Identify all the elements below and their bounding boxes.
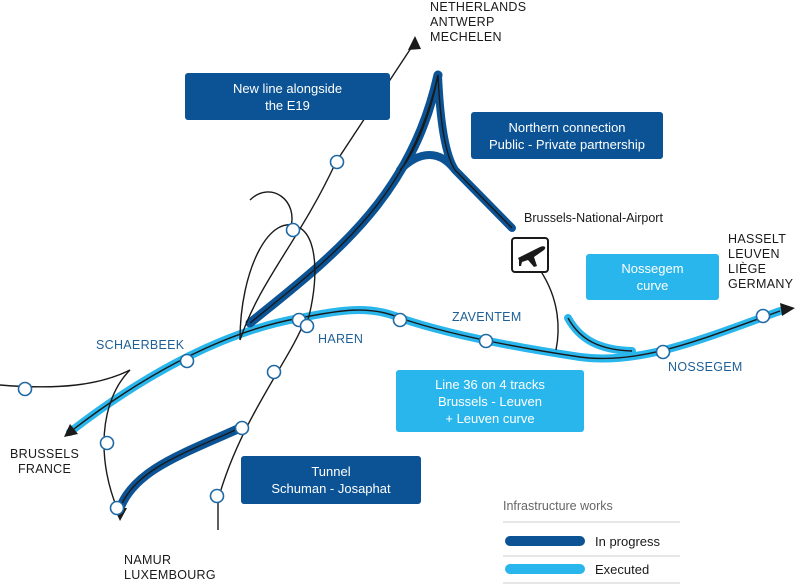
box-text-line: curve <box>636 278 669 293</box>
box-text-line: Nossegem <box>621 261 684 276</box>
station-markers <box>17 154 771 516</box>
legend-executed-label: Executed <box>595 562 650 577</box>
destination-southwest-line: BRUSSELS <box>10 447 80 461</box>
station-label-haren: HAREN <box>318 332 364 346</box>
destination-east-line: LEUVEN <box>728 247 780 261</box>
arrow-southwest-icon <box>64 424 78 437</box>
station-label-zaventem: ZAVENTEM <box>452 310 522 324</box>
legend-in-progress-label: In progress <box>595 534 661 549</box>
box-text-line: Public - Private partnership <box>488 136 646 152</box>
box-text-line: Brussels - Leuven <box>437 393 543 409</box>
destination-east-line: HASSELT <box>728 232 787 246</box>
station-marker <box>329 154 345 170</box>
destination-south-line: LUXEMBOURG <box>124 568 216 582</box>
box-text-line: Line 36 on 4 tracks <box>435 376 545 392</box>
box-text-line: + Leuven curve <box>445 410 535 426</box>
station-marker <box>17 381 33 397</box>
destination-south-line: NAMUR <box>124 553 172 567</box>
destination-southwest: BRUSSELS FRANCE <box>10 447 79 477</box>
station-label-schaerbeek: SCHAERBEEK <box>96 338 185 352</box>
destination-north: NETHERLANDS ANTWERP MECHELEN <box>430 0 526 45</box>
station-marker <box>179 353 195 369</box>
destination-south: NAMUR LUXEMBOURG <box>124 553 216 583</box>
destination-east-line: GERMANY <box>728 277 794 291</box>
box-new-line-e19: New line alongside the E19 <box>185 73 390 120</box>
station-marker <box>755 308 771 324</box>
station-marker <box>99 435 115 451</box>
station-marker <box>209 488 225 504</box>
station-marker <box>234 420 250 436</box>
station-marker <box>655 344 671 360</box>
destination-southwest-line: FRANCE <box>17 462 72 476</box>
arrow-east-icon <box>780 303 795 316</box>
destination-north-line: NETHERLANDS <box>430 0 527 14</box>
arrow-north-icon <box>408 36 421 50</box>
box-text-line: Schuman - Josaphat <box>271 481 391 496</box>
box-tunnel: Tunnel Schuman - Josaphat <box>241 456 421 504</box>
box-text-line: the E19 <box>265 97 310 113</box>
legend-title: Infrastructure works <box>503 499 613 513</box>
box-northern-connection: Northern connection Public - Private par… <box>471 112 663 159</box>
station-marker <box>478 333 494 349</box>
destination-north-line: ANTWERP <box>430 15 495 29</box>
station-marker <box>109 500 125 516</box>
destination-north-line: MECHELEN <box>430 30 502 44</box>
station-label-nossegem: NOSSEGEM <box>668 360 743 374</box>
destination-east-line: LIÈGE <box>728 262 767 276</box>
station-marker <box>299 318 315 334</box>
box-nossegem-curve: Nossegem curve <box>586 254 719 300</box>
station-marker <box>392 312 408 328</box>
station-marker <box>266 364 282 380</box>
box-text-line: Tunnel <box>311 464 351 479</box>
box-text-line: Northern connection <box>508 119 626 135</box>
destination-east: HASSELT LEUVEN LIÈGE GERMANY <box>728 232 793 292</box>
box-text-line: New line alongside <box>232 80 343 96</box>
station-marker <box>285 222 301 238</box>
rail-tracks <box>0 41 781 530</box>
box-line-36: Line 36 on 4 tracks Brussels - Leuven + … <box>396 370 584 432</box>
airport-label: Brussels-National-Airport <box>524 211 663 225</box>
airplane-icon <box>511 237 549 273</box>
